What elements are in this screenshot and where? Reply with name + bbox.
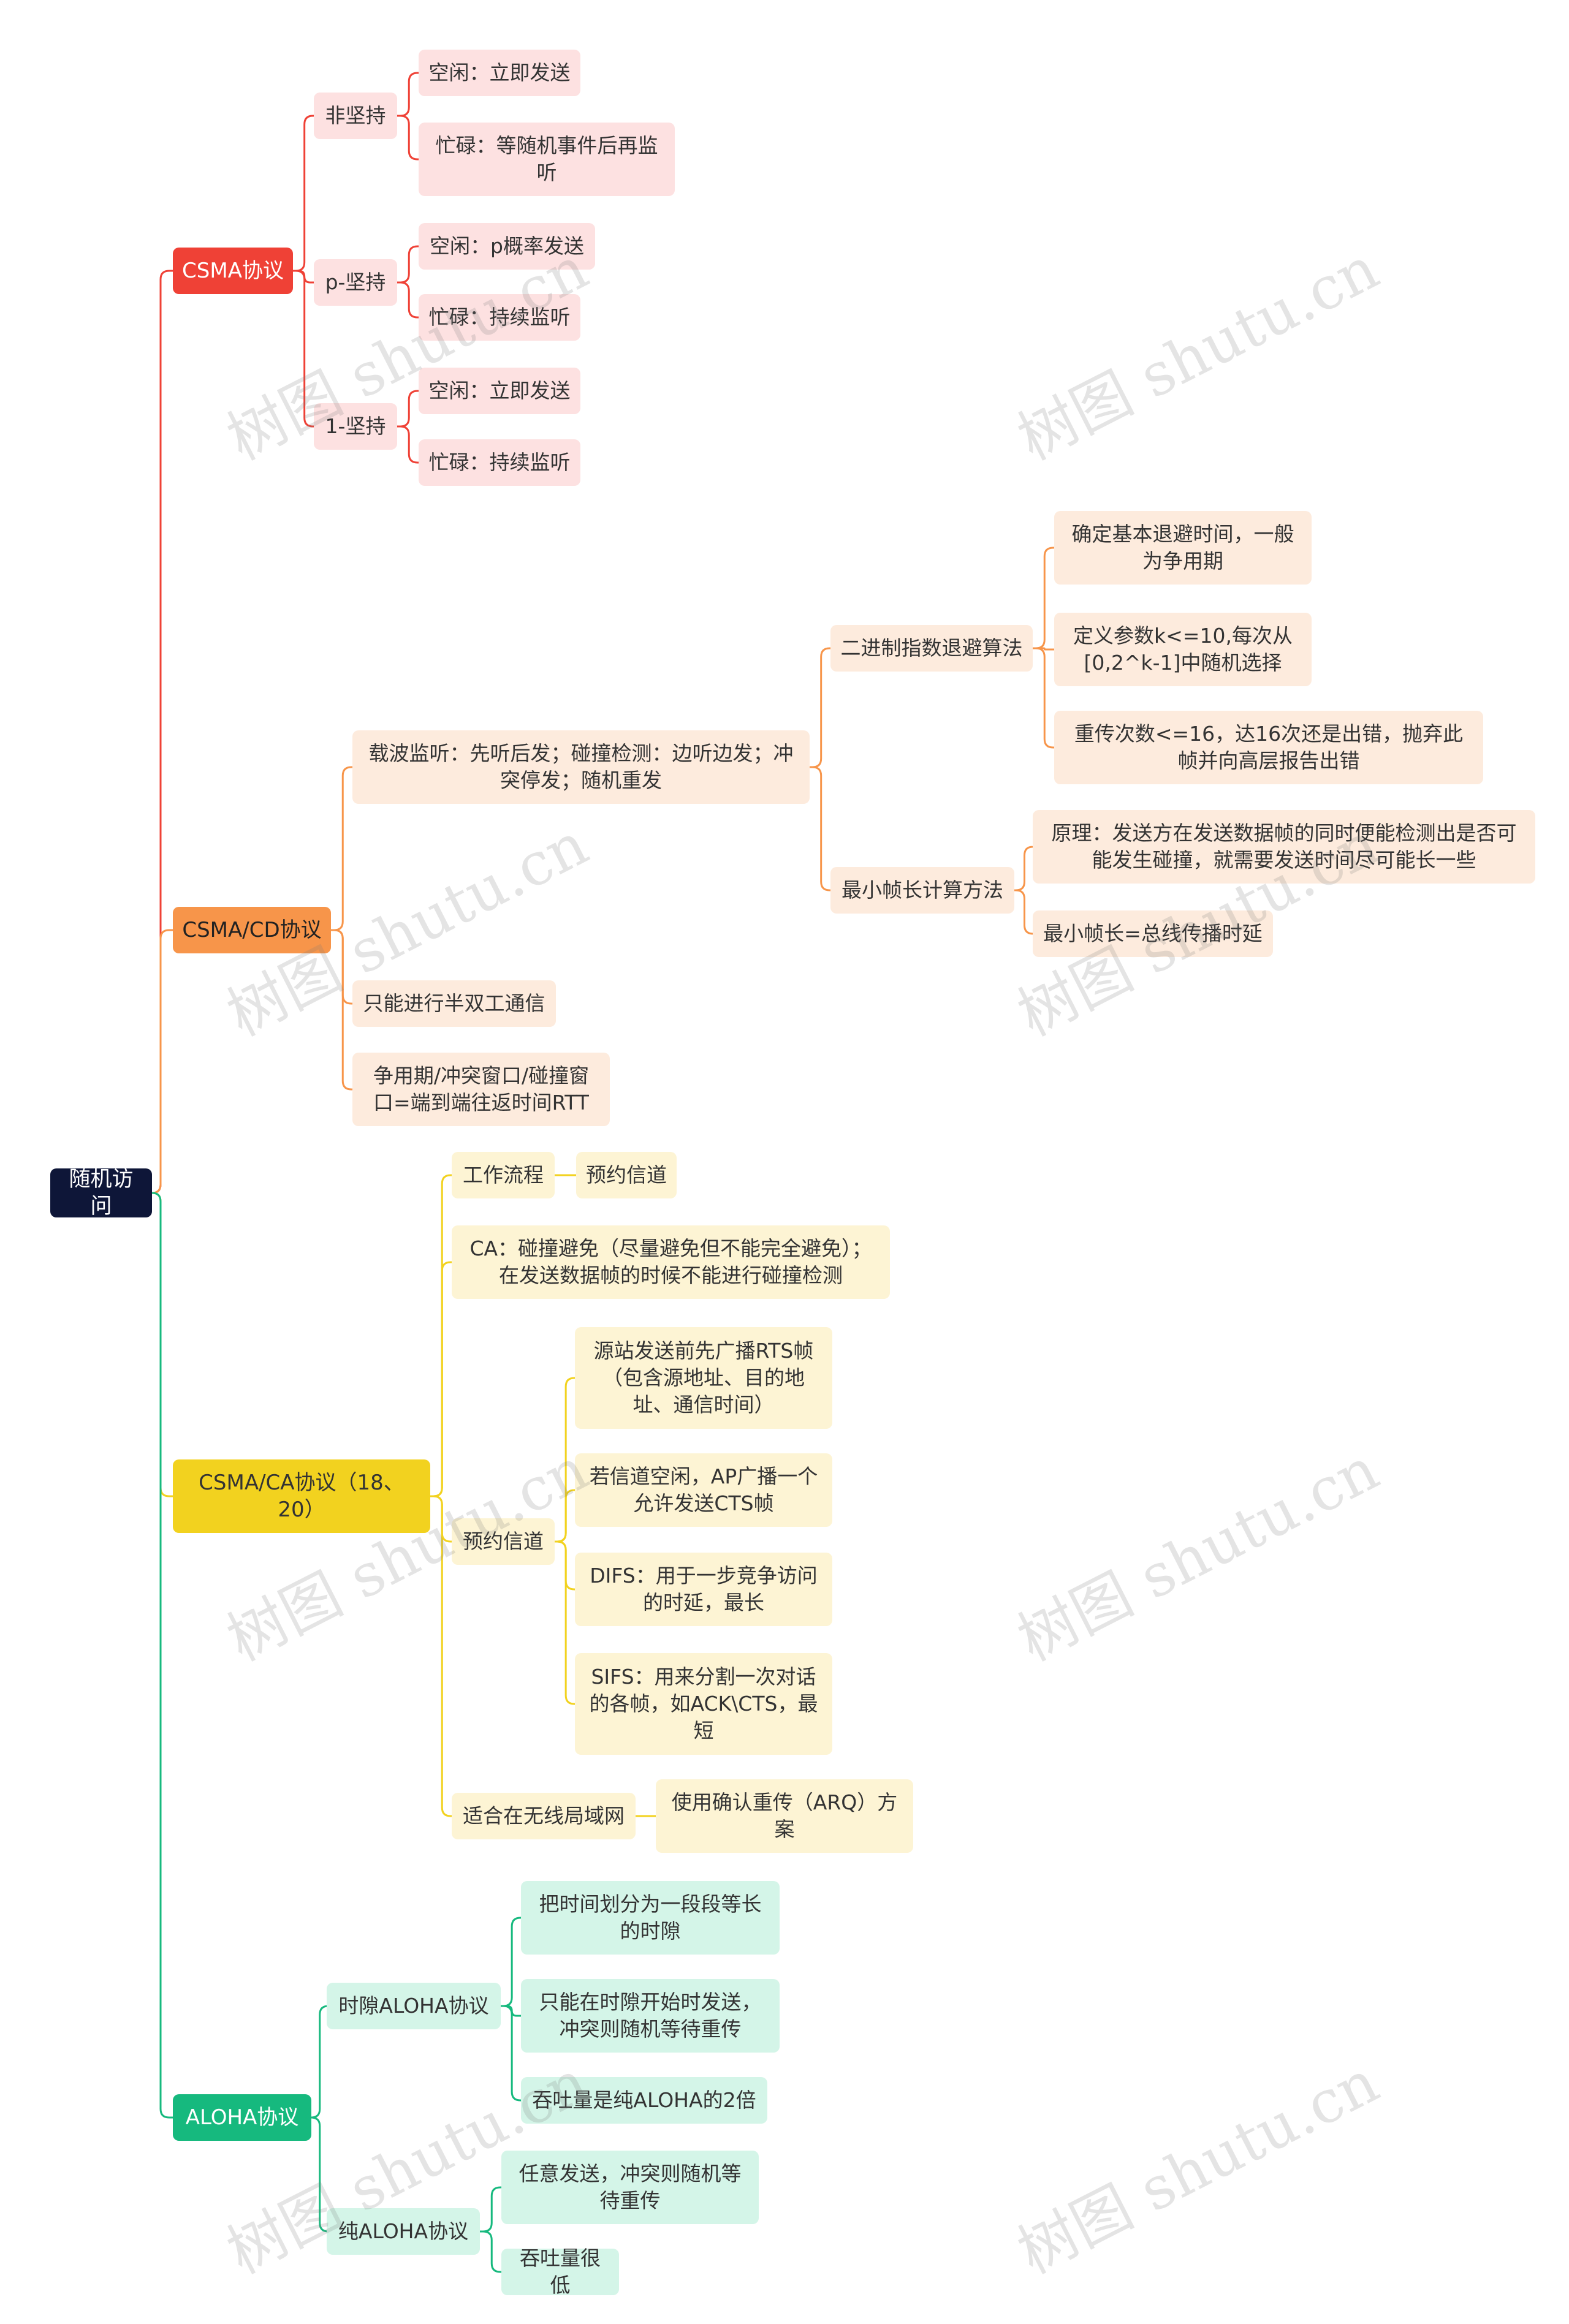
reserve-item-4[interactable]: SIFS：用来分割一次对话的各帧，如ACK\CTS，最短 bbox=[575, 1653, 832, 1755]
connector-line bbox=[430, 1174, 452, 1497]
ca-node[interactable]: CA：碰撞避免（尽量避免但不能完全避免）；在发送数据帧的时候不能进行碰撞检测 bbox=[452, 1225, 890, 1299]
ppersistent-busy-node[interactable]: 忙碌：持续监听 bbox=[419, 294, 580, 341]
connector-line bbox=[397, 281, 419, 319]
carrier-sense-node[interactable]: 载波监听：先听后发；碰撞检测：边听边发；冲突停发；随机重发 bbox=[352, 730, 810, 804]
minframe-item-1[interactable]: 原理：发送方在发送数据帧的同时便能检测出是否可能发生碰撞，就需要发送时间尽可能长… bbox=[1033, 810, 1535, 884]
connector-line bbox=[810, 647, 830, 768]
ppersistent-node[interactable]: p-坚持 bbox=[314, 259, 397, 306]
connector-line bbox=[151, 1192, 173, 2119]
wlan-child-node[interactable]: 使用确认重传（ARQ）方案 bbox=[656, 1779, 913, 1853]
slotted-item-2[interactable]: 只能在时隙开始时发送，冲突则随机等待重传 bbox=[521, 1979, 780, 2053]
csma-node[interactable]: CSMA协议 bbox=[173, 248, 293, 294]
reserve-item-3[interactable]: DIFS：用于一步竞争访问的时延，最长 bbox=[575, 1553, 832, 1626]
half-duplex-node[interactable]: 只能进行半双工通信 bbox=[352, 980, 556, 1027]
connector-line bbox=[810, 766, 830, 891]
backoff-item-3[interactable]: 重传次数<=16，达16次还是出错，抛弃此帧并向高层报告出错 bbox=[1054, 711, 1483, 784]
minframe-item-2[interactable]: 最小帧长=总线传播时延 bbox=[1033, 910, 1273, 957]
connector-line bbox=[1033, 647, 1054, 651]
connector-line bbox=[331, 929, 352, 1091]
csmacd-node[interactable]: CSMA/CD协议 bbox=[173, 907, 331, 953]
connector-line bbox=[1014, 889, 1033, 935]
connector-line bbox=[293, 115, 314, 272]
ppersistent-idle-node[interactable]: 空闲：p概率发送 bbox=[419, 223, 595, 270]
connector-line bbox=[480, 2230, 501, 2273]
pure-aloha-node[interactable]: 纯ALOHA协议 bbox=[327, 2208, 480, 2255]
reserve-node[interactable]: 预约信道 bbox=[452, 1518, 555, 1565]
nonpersistent-busy-node[interactable]: 忙碌：等随机事件后再监听 bbox=[419, 123, 675, 196]
connector-line bbox=[397, 425, 419, 464]
connector-line bbox=[430, 1495, 452, 1817]
backoff-item-2[interactable]: 定义参数k<=10,每次从[0,2^k-1]中随机选择 bbox=[1054, 613, 1312, 686]
connector-line bbox=[555, 1540, 575, 1591]
connector-line bbox=[1033, 647, 1054, 749]
slotted-item-1[interactable]: 把时间划分为一段段等长的时隙 bbox=[521, 1881, 780, 1955]
aloha-node[interactable]: ALOHA协议 bbox=[173, 2094, 311, 2141]
connector-line bbox=[1033, 547, 1054, 649]
persistent1-busy-node[interactable]: 忙碌：持续监听 bbox=[419, 439, 580, 486]
slotted-aloha-node[interactable]: 时隙ALOHA协议 bbox=[327, 1983, 501, 2029]
pure-item-1[interactable]: 任意发送，冲突则随机等待重传 bbox=[501, 2151, 759, 2224]
connector-line bbox=[397, 115, 419, 161]
connector-line bbox=[151, 270, 173, 1194]
persistent1-idle-node[interactable]: 空闲：立即发送 bbox=[419, 368, 580, 414]
minframe-node[interactable]: 最小帧长计算方法 bbox=[830, 867, 1014, 914]
connector-line bbox=[501, 2005, 521, 2102]
connector-line bbox=[555, 1377, 575, 1543]
contention-node[interactable]: 争用期/冲突窗口/碰撞窗口=端到端往返时间RTT bbox=[352, 1053, 610, 1126]
reserve-item-2[interactable]: 若信道空闲，AP广播一个允许发送CTS帧 bbox=[575, 1453, 832, 1527]
connector-line bbox=[311, 2116, 329, 2233]
connector-line bbox=[331, 766, 352, 931]
reserve-item-1[interactable]: 源站发送前先广播RTS帧（包含源地址、目的地址、通信时间） bbox=[575, 1327, 832, 1429]
connector-line bbox=[501, 1917, 521, 2007]
connector-line bbox=[311, 2005, 329, 2119]
connector-line bbox=[293, 270, 314, 428]
connector-line bbox=[1014, 846, 1033, 891]
slotted-item-3[interactable]: 吞吐量是纯ALOHA的2倍 bbox=[521, 2077, 767, 2124]
connector-line bbox=[397, 72, 419, 117]
workflow-node[interactable]: 工作流程 bbox=[452, 1152, 555, 1198]
nonpersistent-node[interactable]: 非坚持 bbox=[314, 93, 397, 139]
connector-line bbox=[430, 1495, 452, 1543]
connector-line bbox=[555, 1489, 575, 1543]
connector-line bbox=[397, 390, 419, 428]
connector-line bbox=[480, 2186, 501, 2233]
pure-item-2[interactable]: 吞吐量很低 bbox=[501, 2246, 619, 2297]
connector-line bbox=[151, 929, 173, 1194]
persistent1-node[interactable]: 1-坚持 bbox=[314, 403, 397, 450]
connector-line bbox=[555, 1540, 575, 1705]
root-node[interactable]: 随机访问 bbox=[50, 1167, 152, 1219]
csmaca-node[interactable]: CSMA/CA协议（18、20） bbox=[173, 1459, 430, 1533]
connector-line bbox=[397, 245, 419, 284]
wlan-node[interactable]: 适合在无线局域网 bbox=[452, 1793, 636, 1839]
workflow-child-node[interactable]: 预约信道 bbox=[576, 1152, 677, 1198]
backoff-item-1[interactable]: 确定基本退避时间，一般为争用期 bbox=[1054, 511, 1312, 585]
connector-line bbox=[430, 1261, 452, 1497]
backoff-node[interactable]: 二进制指数退避算法 bbox=[830, 625, 1033, 672]
connector-line bbox=[151, 1192, 173, 1497]
connector-line bbox=[331, 929, 352, 1005]
nonpersistent-idle-node[interactable]: 空闲：立即发送 bbox=[419, 50, 580, 96]
